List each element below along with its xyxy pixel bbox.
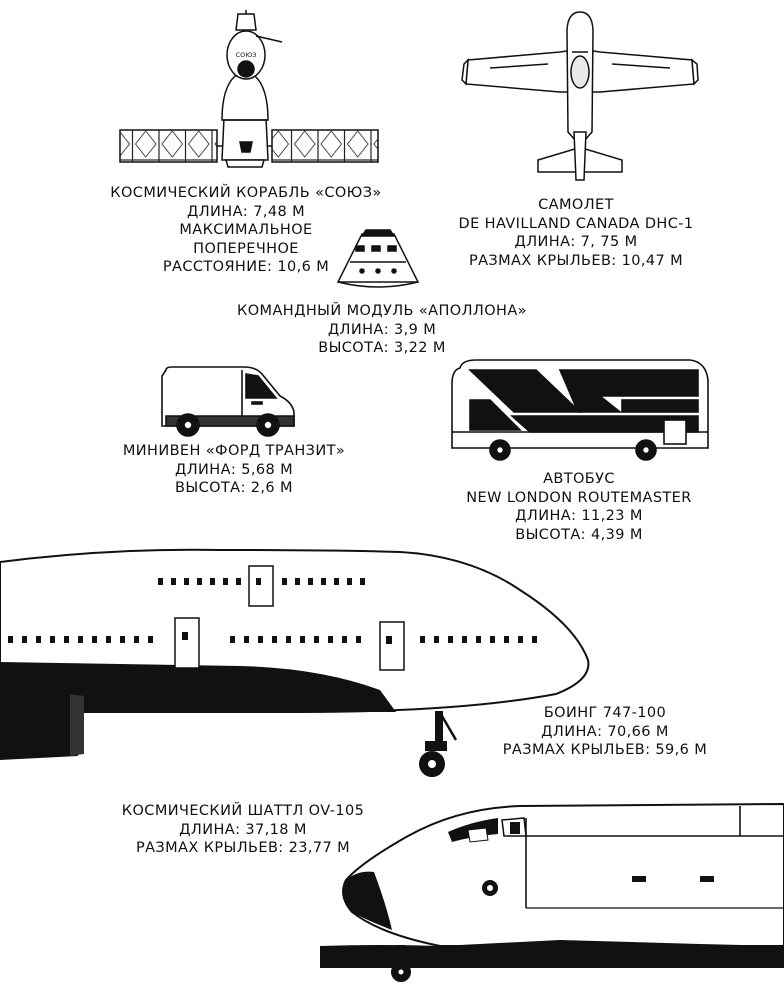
boeing-wing-shadow [0,662,396,712]
soyuz-title: КОСМИЧЕСКИЙ КОРАБЛЬ «СОЮЗ» [110,185,382,201]
soyuz-descent-module [221,75,269,121]
plane-canopy [570,55,590,89]
plane-length: ДЛИНА: 7, 75 М [514,234,638,250]
boeing-nose-gear [419,711,458,777]
soyuz-span-line3: РАССТОЯНИЕ: 10,6 М [162,259,330,275]
boeing-door-1 [174,617,200,669]
boeing-title: БОИНГ 747-100 [543,705,667,721]
bus-caption: АВТОБУС NEW LONDON ROUTEMASTER ДЛИНА: 11… [446,470,712,544]
boeing-wingspan: РАЗМАХ КРЫЛЬЕВ: 59,6 М [502,742,708,758]
shuttle-caption: КОСМИЧЕСКИЙ ШАТТЛ OV-105 ДЛИНА: 37,18 М … [108,802,378,858]
shuttle-nose-cap [343,871,392,930]
soyuz-left-solar-panel [119,129,218,163]
soyuz-orbital-module [226,30,266,80]
boeing-caption: БОИНГ 747-100 ДЛИНА: 70,66 М РАЗМАХ КРЫЛ… [480,704,730,760]
apollo-title: КОМАНДНЫЙ МОДУЛЬ «АПОЛЛОНА» [237,303,527,319]
boeing-upper-deck-windows [158,578,365,585]
bus-title: АВТОБУС [543,471,615,487]
boeing-main-deck-windows [8,636,537,643]
soyuz-emblem: СОЮЗ [236,51,257,59]
van-height: ВЫСОТА: 2,6 М [175,480,293,496]
bus-upper-deck-windows [558,369,699,413]
soyuz-span-line1: МАКСИМАЛЬНОЕ [179,222,313,238]
soyuz-service-module [221,117,269,161]
soyuz-length: ДЛИНА: 7,48 М [187,203,305,220]
routemaster-bus-drawing [451,359,709,461]
ford-transit-van-drawing [161,366,295,437]
plane-wingspan: РАЗМАХ КРЫЛЬЕВ: 10,47 М [468,252,684,269]
van-caption: МИНИВЕН «ФОРД ТРАНЗИТ» ДЛИНА: 5,68 М ВЫС… [106,442,362,498]
soyuz-caption: КОСМИЧЕСКИЙ КОРАБЛЬ «СОЮЗ» ДЛИНА: 7,48 М… [100,184,392,277]
shuttle-wingspan: РАЗМАХ КРЫЛЬЕВ: 23,77 М [135,840,351,856]
shuttle-nose-gear [391,945,411,982]
shuttle-underside [320,940,784,968]
apollo-command-module-drawing [336,229,420,288]
boeing-upper-door [248,565,274,607]
boeing-engine [0,684,78,760]
boeing-door-2 [379,621,405,671]
bus-model: NEW LONDON ROUTEMASTER [466,489,692,506]
bus-length: ДЛИНА: 11,23 М [515,508,643,524]
soyuz-drawing [119,10,379,168]
shuttle-title: КОСМИЧЕСКИЙ ШАТТЛ OV-105 [121,803,365,819]
soyuz-right-solar-panel [271,129,379,163]
shuttle-orbiter-body [342,802,784,947]
bus-height: ВЫСОТА: 4,39 М [515,526,643,543]
plane-caption: САМОЛЕТ DE HAVILLAND CANADA DHC-1 ДЛИНА:… [440,196,712,270]
van-title: МИНИВЕН «ФОРД ТРАНЗИТ» [122,443,346,459]
plane-title: САМОЛЕТ [538,197,614,213]
boeing-length: ДЛИНА: 70,66 М [541,723,669,740]
space-shuttle-drawing [320,802,784,982]
soyuz-span-line2: ПОПЕРЕЧНОЕ [193,240,299,257]
shuttle-length: ДЛИНА: 37,18 М [179,821,307,838]
apollo-length: ДЛИНА: 3,9 М [327,321,437,338]
van-windshield [245,373,278,399]
van-length: ДЛИНА: 5,68 М [175,461,293,478]
apollo-caption: КОМАНДНЫЙ МОДУЛЬ «АПОЛЛОНА» ДЛИНА: 3,9 М… [228,302,536,358]
boeing-747-drawing [0,548,590,777]
apollo-height: ВЫСОТА: 3,22 М [318,340,446,356]
dhc1-plane-drawing [461,11,699,181]
plane-model: DE HAVILLAND CANADA DHC-1 [458,215,694,232]
